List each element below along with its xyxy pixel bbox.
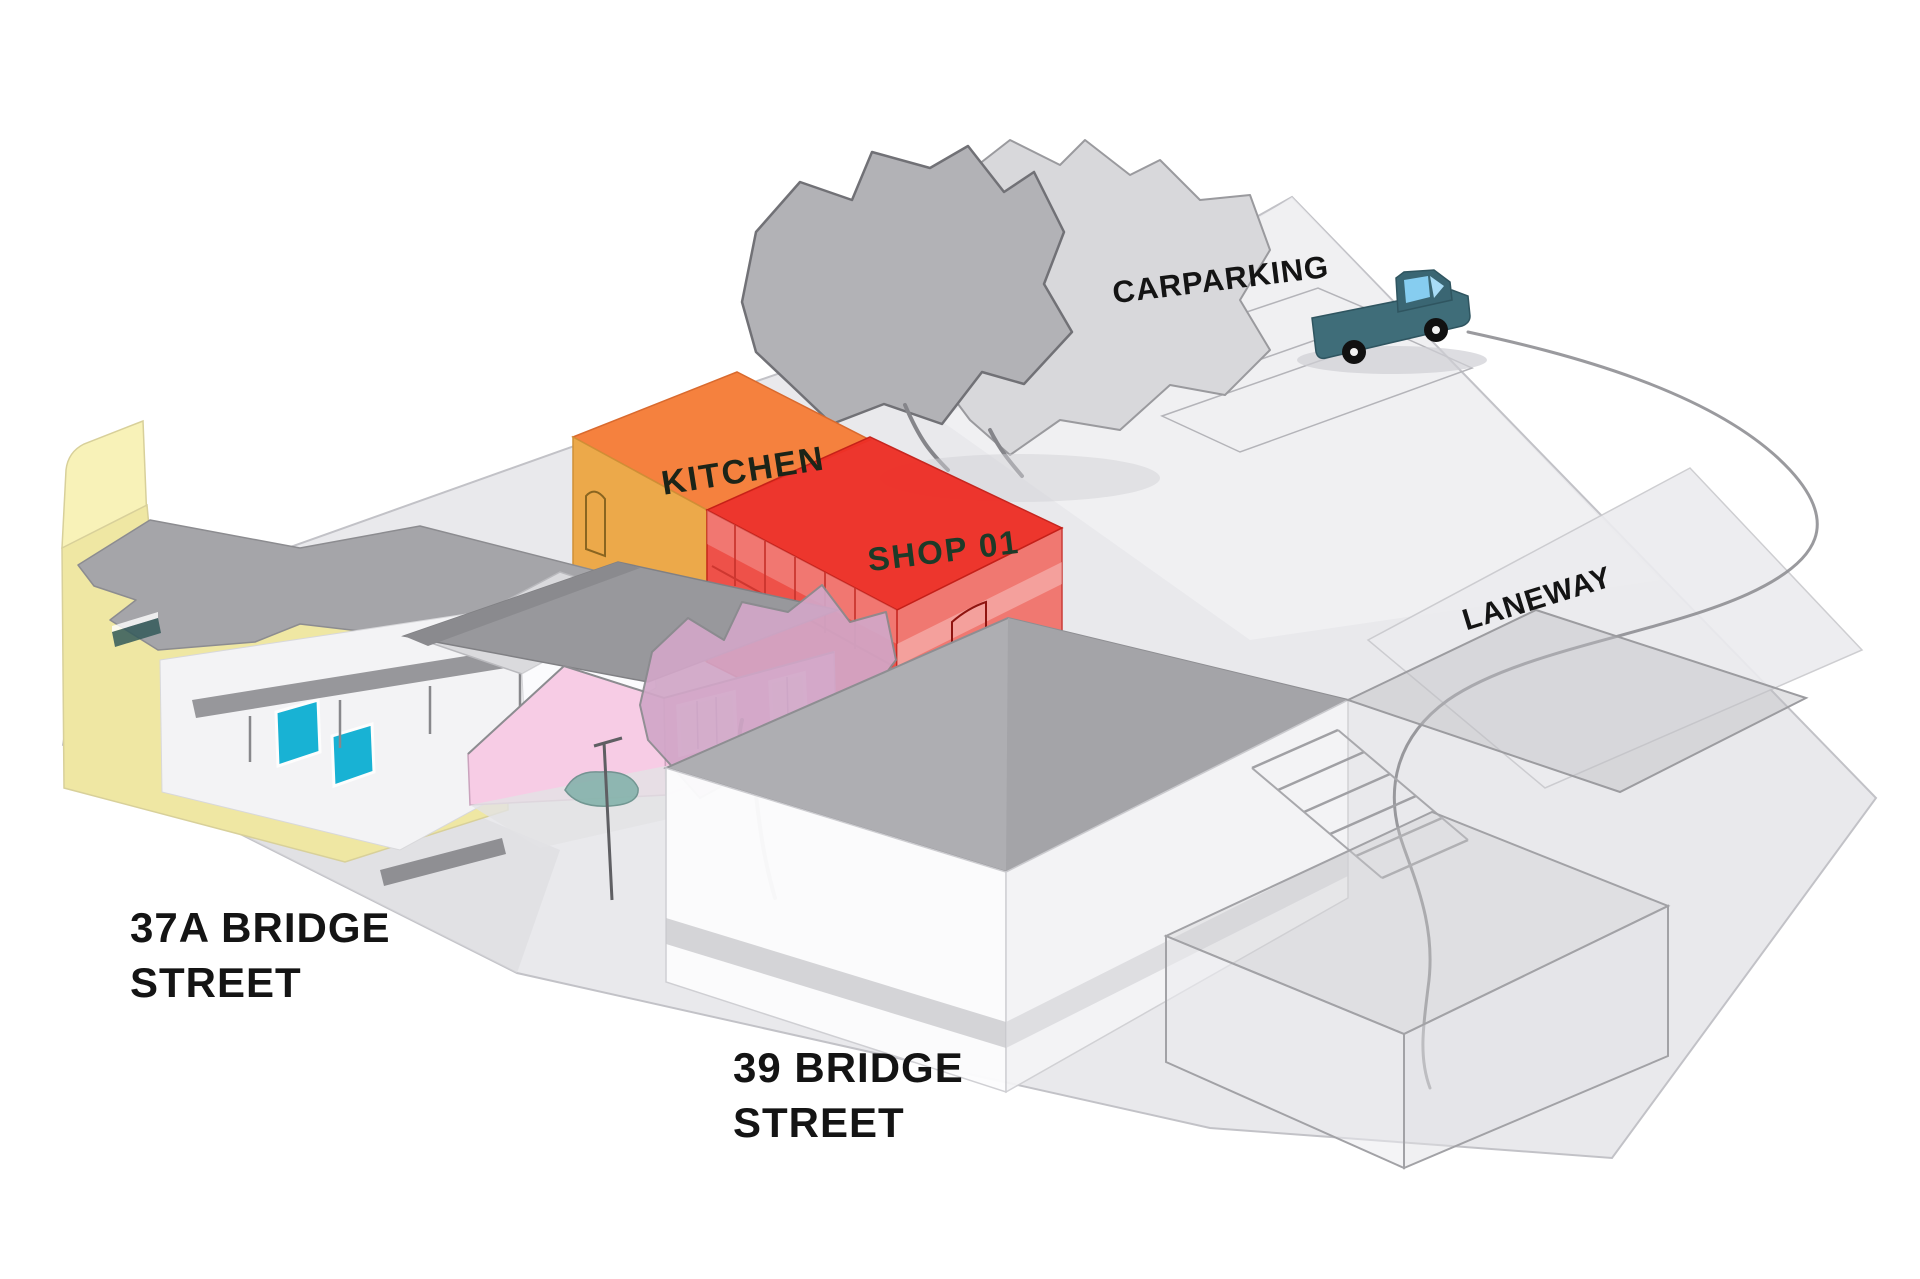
truck-hub [1432, 326, 1440, 334]
pink-house-roof-edge [404, 562, 640, 646]
laneway-boundary-line [1392, 330, 1819, 1090]
stair-steps [1251, 728, 1469, 880]
roof-notch-sill [112, 612, 158, 632]
awning-roof [192, 640, 568, 718]
address-37a-line1: 37A BRIDGE [130, 904, 391, 951]
gray-tree [740, 139, 1271, 502]
green-bush [564, 771, 639, 807]
address-37a-line2: STREET [130, 959, 302, 1006]
shopfront-window [330, 722, 376, 789]
floor-slab-band [666, 918, 1006, 1048]
truck-window [1404, 276, 1430, 303]
shop-glass-highlight [707, 510, 897, 644]
kitchen-door-outline [585, 490, 606, 558]
massing-slab-roof [1345, 608, 1809, 794]
massing-box-front [1165, 934, 1405, 1170]
truck-windshield [1430, 276, 1444, 298]
curb-wall [380, 838, 506, 886]
shopfront-window [274, 698, 322, 769]
awning-posts [248, 670, 522, 762]
building-39-bridge-street [663, 616, 1351, 1094]
roof-notch-glass [112, 618, 161, 647]
address-39-line2: STREET [733, 1099, 905, 1146]
truck-hub [1350, 348, 1358, 356]
laneway-pavement [1366, 467, 1864, 789]
address-39-line1: 39 BRIDGE [733, 1044, 964, 1091]
labels: CARPARKING LANEWAY KITCHEN SHOP 01 37A B… [130, 249, 1616, 1146]
shop-door-outline [951, 600, 987, 704]
shop-interior-floor [897, 562, 1062, 666]
building39-roof-dark-face [1006, 618, 1348, 872]
corner-shopfront [159, 599, 568, 851]
tree-canopy-dark [740, 144, 1074, 426]
stair-rails [1251, 729, 1469, 879]
light-pole [593, 736, 623, 901]
transparent-massing [1163, 608, 1809, 1170]
pickup-truck [1297, 269, 1487, 374]
